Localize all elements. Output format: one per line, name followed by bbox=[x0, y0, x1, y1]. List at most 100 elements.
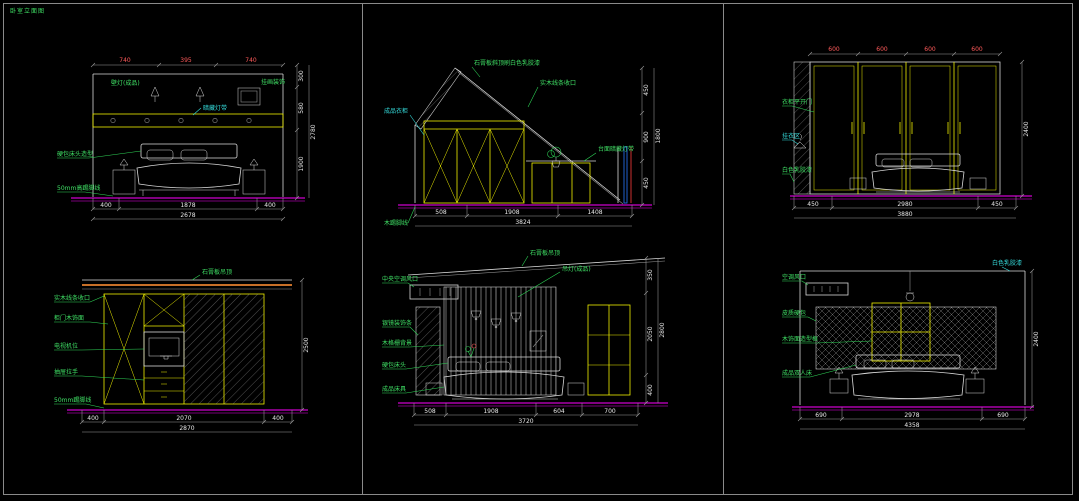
svg-text:皮质硬包: 皮质硬包 bbox=[782, 309, 806, 317]
dim-right: 2400 bbox=[1029, 268, 1040, 410]
svg-text:50mm高踢脚线: 50mm高踢脚线 bbox=[57, 184, 100, 192]
svg-text:1408: 1408 bbox=[587, 209, 602, 216]
svg-text:1800: 1800 bbox=[655, 128, 662, 143]
upholstered-wall bbox=[815, 306, 997, 370]
stool-left bbox=[425, 382, 443, 396]
svg-text:740: 740 bbox=[245, 57, 257, 64]
elevation-wardrobe-tv[interactable]: 400 2070 400 2870 2500 石膏板吊顶 实木线条收口 柜门木饰… bbox=[52, 262, 322, 452]
dim-bottom: 508 1908 1408 3824 bbox=[412, 205, 635, 227]
svg-text:暗藏灯带: 暗藏灯带 bbox=[203, 104, 227, 112]
elevation-wardrobe-wall[interactable]: 600 600 600 600 bbox=[780, 42, 1045, 227]
svg-text:木饰面造型框: 木饰面造型框 bbox=[782, 335, 818, 343]
floor-line bbox=[67, 409, 308, 414]
dim-right: 300 580 1900 2780 bbox=[294, 62, 317, 201]
svg-text:成品床具: 成品床具 bbox=[382, 385, 406, 393]
flowers-decor bbox=[465, 343, 477, 358]
dim-bottom: 690 2978 690 4358 bbox=[797, 407, 1028, 430]
floor-line bbox=[790, 195, 1032, 200]
dim-right: 350 2050 400 2800 bbox=[643, 255, 666, 406]
elevation-attic-wardrobe[interactable]: 508 1908 1408 3824 450 900 450 1800 石膏板斜… bbox=[380, 55, 680, 230]
elevation-guest-bed-wall-svg: 690 2978 690 4358 2400 空调风口 白色乳胶漆 皮质硬包 木… bbox=[782, 259, 1040, 430]
dim-top: 600 600 600 600 bbox=[807, 46, 1003, 57]
dim-top: 740 395 740 bbox=[90, 57, 286, 68]
svg-text:空调风口: 空调风口 bbox=[782, 273, 806, 281]
svg-text:690: 690 bbox=[815, 412, 827, 419]
svg-text:600: 600 bbox=[828, 46, 840, 53]
svg-text:1900: 1900 bbox=[298, 156, 305, 171]
svg-text:3824: 3824 bbox=[515, 219, 530, 226]
tv-niche bbox=[143, 331, 185, 398]
wood-slat-wall bbox=[443, 286, 557, 396]
svg-text:硬包床头: 硬包床头 bbox=[382, 361, 406, 369]
svg-text:508: 508 bbox=[424, 408, 436, 415]
svg-text:400: 400 bbox=[264, 202, 276, 209]
picture-frame bbox=[237, 87, 261, 106]
stool-right bbox=[969, 177, 987, 190]
bed bbox=[871, 153, 965, 193]
svg-text:2780: 2780 bbox=[310, 124, 317, 139]
svg-text:600: 600 bbox=[924, 46, 936, 53]
svg-text:吊灯(成品): 吊灯(成品) bbox=[562, 265, 591, 273]
elevation-bed-headboard[interactable]: 740 395 740 bbox=[55, 52, 320, 227]
svg-text:740: 740 bbox=[119, 57, 131, 64]
bed bbox=[443, 356, 565, 400]
svg-text:2980: 2980 bbox=[897, 201, 912, 208]
svg-text:400: 400 bbox=[87, 415, 99, 422]
svg-text:450: 450 bbox=[991, 201, 1003, 208]
svg-text:1908: 1908 bbox=[483, 408, 498, 415]
floor-line bbox=[71, 197, 305, 202]
sheet-title-label: 卧室立面图 bbox=[10, 8, 46, 15]
svg-text:1908: 1908 bbox=[504, 209, 519, 216]
svg-text:木格栅背景: 木格栅背景 bbox=[382, 339, 412, 347]
dim-bottom: 400 2070 400 2870 bbox=[79, 410, 295, 433]
svg-text:604: 604 bbox=[553, 408, 565, 415]
annotations: 石膏板吊顶 实木线条收口 柜门木饰面 电视机位 抽屉拉手 50mm踢脚线 bbox=[54, 268, 232, 409]
elevation-bed-headboard-svg: 740 395 740 bbox=[57, 57, 317, 222]
svg-text:450: 450 bbox=[807, 201, 819, 208]
elevation-guest-bed-wall[interactable]: 690 2978 690 4358 2400 空调风口 白色乳胶漆 皮质硬包 木… bbox=[780, 255, 1045, 445]
nightstand-right bbox=[242, 158, 266, 195]
svg-text:2978: 2978 bbox=[904, 412, 919, 419]
svg-text:3720: 3720 bbox=[518, 418, 533, 425]
svg-text:450: 450 bbox=[643, 177, 650, 189]
svg-text:实木线条收口: 实木线条收口 bbox=[540, 79, 576, 87]
elevation-attic-wardrobe-svg: 508 1908 1408 3824 450 900 450 1800 石膏板斜… bbox=[384, 59, 662, 227]
sloped-ceiling bbox=[407, 257, 666, 279]
svg-text:2500: 2500 bbox=[303, 337, 310, 352]
svg-text:1878: 1878 bbox=[180, 202, 195, 209]
hanger-icon bbox=[793, 133, 807, 149]
svg-text:成品衣柜: 成品衣柜 bbox=[384, 107, 408, 115]
sheet-border bbox=[3, 3, 1073, 495]
stool-right bbox=[567, 382, 585, 396]
dim-bottom: 508 1908 604 700 3720 bbox=[411, 403, 641, 426]
sheet-divider-right bbox=[723, 3, 724, 495]
bed bbox=[136, 143, 242, 196]
nightstand-right bbox=[965, 366, 985, 394]
ac-vent bbox=[805, 282, 849, 296]
svg-text:石膏板斜顶刷白色乳胶漆: 石膏板斜顶刷白色乳胶漆 bbox=[474, 59, 540, 67]
svg-text:3880: 3880 bbox=[897, 211, 912, 218]
elevation-master-bed-wall[interactable]: 508 1908 604 700 3720 350 2050 400 2800 … bbox=[380, 245, 685, 450]
svg-text:木踢脚线: 木踢脚线 bbox=[384, 219, 408, 227]
svg-text:400: 400 bbox=[272, 415, 284, 422]
svg-text:石膏板吊顶: 石膏板吊顶 bbox=[530, 249, 560, 257]
svg-text:350: 350 bbox=[647, 269, 654, 281]
wardrobe bbox=[793, 61, 1001, 195]
svg-text:银镜装饰条: 银镜装饰条 bbox=[382, 319, 412, 327]
stool-left bbox=[849, 177, 867, 190]
svg-text:挂衣区: 挂衣区 bbox=[782, 132, 800, 140]
svg-text:中央空调风口: 中央空调风口 bbox=[382, 275, 418, 283]
bed bbox=[851, 354, 965, 400]
svg-text:450: 450 bbox=[643, 84, 650, 96]
svg-text:挂画装饰: 挂画装饰 bbox=[261, 78, 285, 86]
wood-grid-panel bbox=[871, 302, 931, 362]
svg-text:395: 395 bbox=[180, 57, 192, 64]
svg-text:700: 700 bbox=[604, 408, 616, 415]
svg-text:690: 690 bbox=[997, 412, 1009, 419]
mirror-sliding-doors bbox=[184, 294, 264, 404]
svg-text:壁灯(成品): 壁灯(成品) bbox=[111, 79, 140, 87]
svg-text:400: 400 bbox=[647, 384, 654, 396]
svg-text:4358: 4358 bbox=[904, 422, 919, 429]
svg-text:成品双人床: 成品双人床 bbox=[782, 369, 812, 377]
